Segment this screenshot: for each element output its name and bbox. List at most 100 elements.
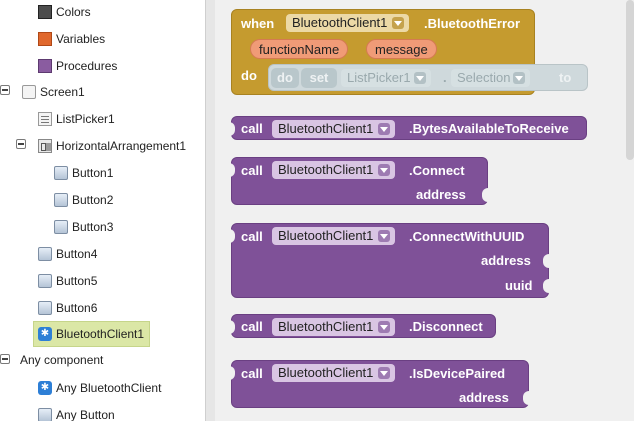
collapse-horizontalarrangement1-toggle-icon[interactable] bbox=[16, 139, 26, 149]
tree-item-label: Button6 bbox=[56, 301, 98, 315]
event-block-bluetooth-error[interactable]: when BluetoothClient1 .BluetoothError fu… bbox=[231, 9, 588, 95]
call-block-connect-with-uuid[interactable]: call BluetoothClient1 .ConnectWithUUID a… bbox=[227, 223, 551, 298]
call-method-name: .ConnectWithUUID bbox=[409, 229, 525, 244]
tree-item-label: ListPicker1 bbox=[56, 112, 115, 126]
panel-splitter[interactable] bbox=[205, 0, 215, 421]
tree-item-button1[interactable]: Button1 bbox=[54, 162, 113, 184]
tree-item-listpicker1[interactable]: ListPicker1 bbox=[38, 108, 115, 130]
button-icon bbox=[38, 274, 52, 288]
call-component-label: BluetoothClient1 bbox=[278, 162, 374, 177]
call-component-label: BluetoothClient1 bbox=[278, 121, 374, 136]
tree-item-label: Button3 bbox=[72, 220, 114, 234]
bluetooth-icon: ✱ bbox=[38, 381, 52, 395]
call-component-dropdown[interactable]: BluetoothClient1 bbox=[272, 227, 396, 245]
when-keyword: when bbox=[241, 16, 275, 31]
chevron-down-icon bbox=[378, 321, 391, 333]
call-component-dropdown[interactable]: BluetoothClient1 bbox=[272, 120, 396, 138]
param-message[interactable]: message bbox=[366, 39, 437, 59]
collapse-any-component-toggle-icon[interactable] bbox=[0, 354, 10, 364]
tree-item-colors[interactable]: Colors bbox=[38, 1, 91, 23]
dot-separator: . bbox=[443, 70, 447, 85]
tree-item-button3[interactable]: Button3 bbox=[54, 216, 113, 238]
tree-item-label: Screen1 bbox=[40, 85, 85, 99]
call-keyword: call bbox=[241, 229, 263, 244]
call-method-name: .IsDevicePaired bbox=[409, 366, 506, 381]
call-keyword: call bbox=[241, 163, 263, 178]
event-component-dropdown[interactable]: BluetoothClient1 bbox=[286, 14, 410, 32]
button-icon bbox=[54, 193, 68, 207]
tree-item-any-component[interactable]: Any component bbox=[20, 349, 103, 371]
call-method-name: .Disconnect bbox=[409, 319, 483, 334]
chevron-down-icon bbox=[378, 123, 391, 135]
tree-item-label: Button2 bbox=[72, 193, 114, 207]
blocks-tree-panel: Colors Variables Procedures Screen1 List… bbox=[0, 0, 205, 421]
tree-item-button4[interactable]: Button4 bbox=[38, 243, 97, 265]
call-component-label: BluetoothClient1 bbox=[278, 365, 374, 380]
call-block-disconnect[interactable]: call BluetoothClient1 .Disconnect bbox=[227, 314, 496, 338]
horizontal-arrangement-icon bbox=[38, 139, 52, 153]
chevron-down-icon bbox=[378, 164, 391, 176]
output-notch bbox=[227, 366, 235, 380]
button-icon bbox=[54, 220, 68, 234]
input-socket[interactable] bbox=[543, 254, 551, 268]
chevron-down-icon bbox=[513, 72, 526, 84]
set-keyword: set bbox=[301, 68, 337, 88]
call-component-dropdown[interactable]: BluetoothClient1 bbox=[272, 161, 396, 179]
call-component-dropdown[interactable]: BluetoothClient1 bbox=[272, 364, 396, 382]
inner-do-keyword: do bbox=[271, 68, 299, 88]
tree-item-bluetoothclient1[interactable]: ✱ BluetoothClient1 bbox=[33, 321, 150, 347]
arg-address-label: address bbox=[459, 390, 509, 405]
tree-item-button2[interactable]: Button2 bbox=[54, 189, 113, 211]
call-block-connect[interactable]: call BluetoothClient1 .Connect address bbox=[227, 157, 490, 205]
tree-item-label: Button5 bbox=[56, 274, 98, 288]
do-keyword: do bbox=[241, 68, 257, 83]
call-method-name: .BytesAvailableToReceive bbox=[409, 121, 569, 136]
tree-item-variables[interactable]: Variables bbox=[38, 28, 105, 50]
input-socket[interactable] bbox=[543, 279, 551, 293]
collapse-screen1-toggle-icon[interactable] bbox=[0, 85, 10, 95]
colors-icon bbox=[38, 5, 52, 19]
chevron-down-icon bbox=[378, 367, 391, 379]
inner-statement-ghost[interactable]: do set ListPicker1 . Selection to bbox=[268, 64, 588, 91]
set-component-dropdown[interactable]: ListPicker1 bbox=[341, 69, 431, 87]
output-notch bbox=[227, 163, 235, 177]
input-socket[interactable] bbox=[523, 391, 531, 405]
call-keyword: call bbox=[241, 121, 263, 136]
call-block-is-device-paired[interactable]: call BluetoothClient1 .IsDevicePaired ad… bbox=[227, 360, 531, 408]
screen-icon bbox=[22, 85, 36, 99]
tree-item-horizontalarrangement1[interactable]: HorizontalArrangement1 bbox=[38, 135, 186, 157]
call-block-bytes-available[interactable]: call BluetoothClient1 .BytesAvailableToR… bbox=[227, 116, 587, 140]
workspace-scrollbar[interactable] bbox=[626, 0, 634, 160]
tree-item-label: Any component bbox=[20, 353, 104, 367]
tree-item-any-button[interactable]: Any Button bbox=[38, 404, 115, 421]
output-notch bbox=[227, 320, 235, 334]
tree-item-screen1[interactable]: Screen1 bbox=[22, 81, 85, 103]
set-property-dropdown[interactable]: Selection bbox=[451, 69, 531, 87]
tree-item-label: Button4 bbox=[56, 247, 98, 261]
arg-address-label: address bbox=[481, 253, 531, 268]
arg-uuid-label: uuid bbox=[505, 278, 533, 293]
tree-item-label: Button1 bbox=[72, 166, 114, 180]
button-icon bbox=[38, 247, 52, 261]
output-notch bbox=[227, 229, 235, 243]
to-keyword: to bbox=[559, 70, 572, 85]
call-method-name: .Connect bbox=[409, 163, 465, 178]
tree-item-button5[interactable]: Button5 bbox=[38, 270, 97, 292]
param-functionname[interactable]: functionName bbox=[250, 39, 349, 59]
set-component-label: ListPicker1 bbox=[347, 70, 411, 85]
blocks-workspace[interactable]: when BluetoothClient1 .BluetoothError fu… bbox=[215, 0, 634, 421]
input-socket[interactable] bbox=[482, 188, 490, 202]
call-component-label: BluetoothClient1 bbox=[278, 228, 374, 243]
procedures-icon bbox=[38, 59, 52, 73]
tree-item-label: HorizontalArrangement1 bbox=[56, 139, 187, 153]
chevron-down-icon bbox=[378, 230, 391, 242]
button-icon bbox=[38, 408, 52, 421]
call-component-dropdown[interactable]: BluetoothClient1 bbox=[272, 318, 396, 336]
set-property-label: Selection bbox=[457, 70, 511, 85]
tree-item-label: Variables bbox=[56, 32, 106, 46]
tree-item-procedures[interactable]: Procedures bbox=[38, 55, 117, 77]
call-keyword: call bbox=[241, 366, 263, 381]
tree-item-any-bluetoothclient[interactable]: ✱ Any BluetoothClient bbox=[38, 377, 161, 399]
button-icon bbox=[38, 301, 52, 315]
tree-item-button6[interactable]: Button6 bbox=[38, 297, 97, 319]
